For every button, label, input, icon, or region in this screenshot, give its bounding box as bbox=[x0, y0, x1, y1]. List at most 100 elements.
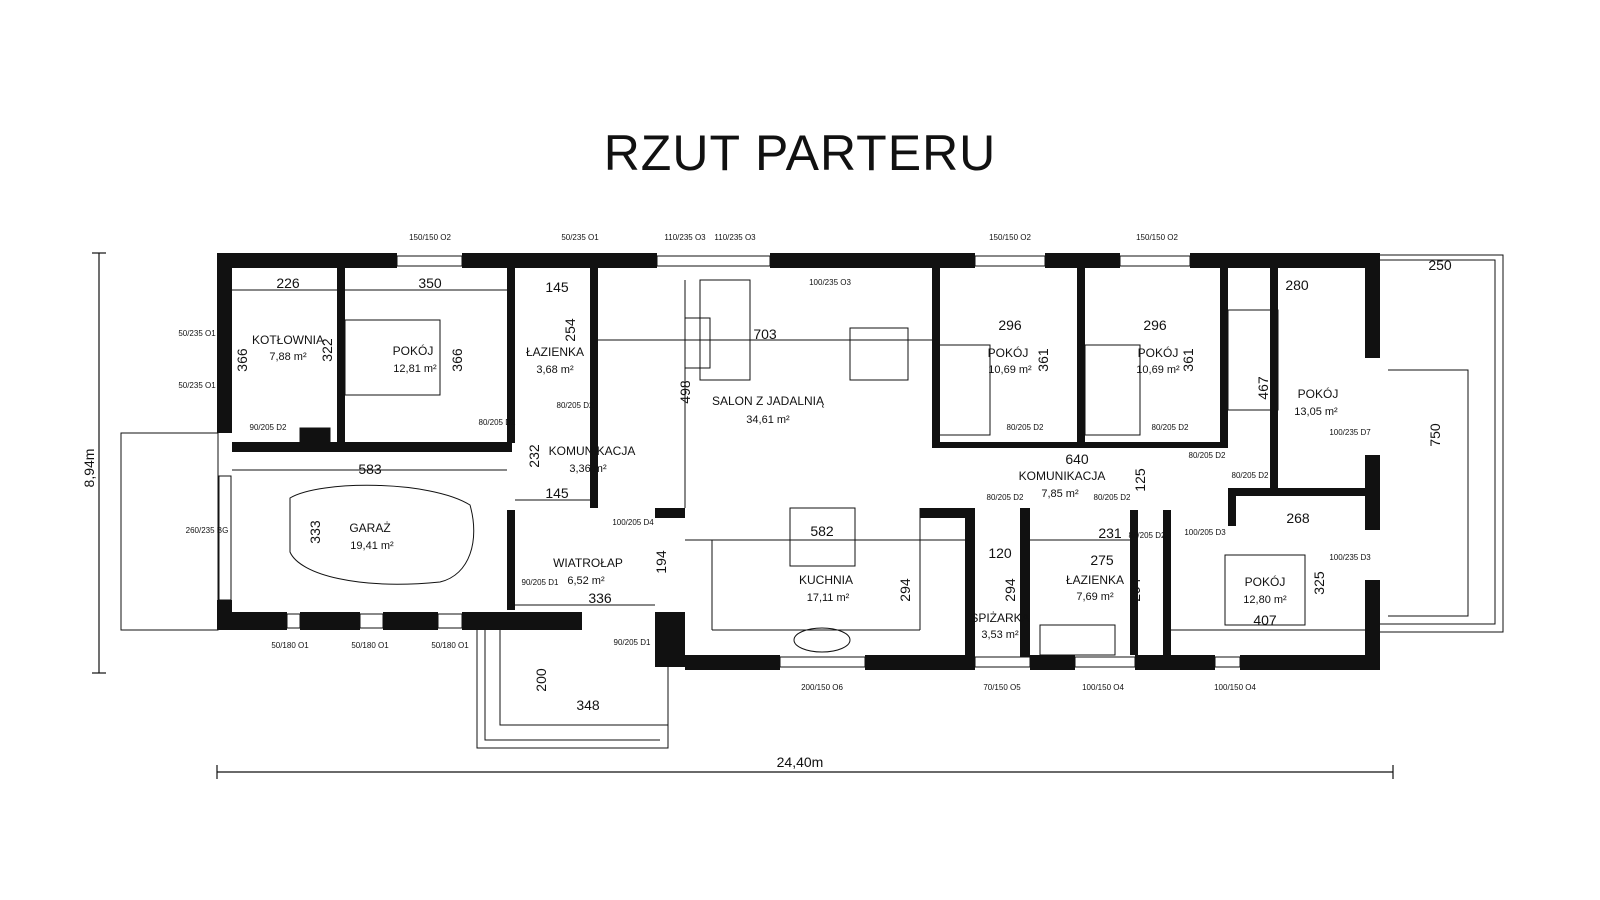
overall-depth-label: 8,94m bbox=[81, 449, 97, 488]
interior-walls bbox=[232, 268, 1368, 658]
plan-label: 150/150 O2 bbox=[409, 233, 451, 242]
dimension-label: 194 bbox=[653, 550, 669, 574]
dimension-label: 275 bbox=[1090, 552, 1114, 568]
dimension-label: 250 bbox=[1428, 257, 1452, 273]
plan-label: 13,05 m² bbox=[1294, 406, 1338, 418]
room-garaz: GARAŻ 19,41 m² bbox=[349, 521, 394, 552]
plan-label: KOMUNIKACJA bbox=[549, 444, 636, 458]
door-tags: 90/205 D2 80/205 D2 80/205 D2 80/205 D2 … bbox=[250, 278, 1372, 647]
dimension-label: 322 bbox=[319, 338, 335, 362]
plan-label: POKÓJ bbox=[1298, 386, 1339, 401]
dimension-label: 407 bbox=[1253, 612, 1277, 628]
plan-label: 19,41 m² bbox=[350, 540, 394, 552]
plan-label: 100/150 O4 bbox=[1214, 683, 1256, 692]
room-pokoj-4: POKÓJ 13,05 m² bbox=[1294, 386, 1338, 418]
plan-label: 3,68 m² bbox=[536, 364, 574, 376]
plan-label: WIATROŁAP bbox=[553, 556, 623, 570]
plan-label: 3,53 m² bbox=[981, 629, 1019, 641]
plan-label: 90/205 D2 bbox=[250, 423, 287, 432]
dimension-label: 336 bbox=[588, 590, 612, 606]
plan-label: POKÓJ bbox=[1138, 345, 1179, 360]
plan-label: 110/235 O3 bbox=[664, 233, 706, 242]
plan-label: 90/205 D1 bbox=[522, 578, 559, 587]
plan-label: 80/205 D2 bbox=[1094, 493, 1131, 502]
plan-label: 7,88 m² bbox=[269, 351, 307, 363]
room-pokoj-3: POKÓJ 10,69 m² bbox=[1136, 345, 1180, 376]
plan-label: GARAŻ bbox=[349, 521, 390, 535]
dimension-label: 582 bbox=[810, 523, 834, 539]
dimension-label: 467 bbox=[1255, 376, 1271, 400]
plan-label: 80/205 D2 bbox=[479, 418, 516, 427]
dimension-label: 640 bbox=[1065, 451, 1089, 467]
plan-label: 80/205 D2 bbox=[1232, 471, 1269, 480]
furniture bbox=[289, 279, 1306, 656]
plan-label: 80/205 D2 bbox=[987, 493, 1024, 502]
plan-label: 12,80 m² bbox=[1243, 594, 1287, 606]
dimension-label: 498 bbox=[677, 380, 693, 404]
plan-label: 7,85 m² bbox=[1041, 488, 1079, 500]
plan-label: 17,11 m² bbox=[807, 592, 850, 604]
dimension-label: 296 bbox=[998, 317, 1022, 333]
dimension-label: 366 bbox=[449, 348, 465, 372]
dimension-label: 280 bbox=[1285, 277, 1309, 293]
dimension-label: 120 bbox=[988, 545, 1012, 561]
dimension-label: 333 bbox=[307, 520, 323, 544]
room-lazienka-2: ŁAZIENKA 7,69 m² bbox=[1066, 573, 1124, 603]
plan-label: 80/205 D2 bbox=[1007, 423, 1044, 432]
dimension-label: 145 bbox=[545, 279, 569, 295]
plan-label: 100/235 D7 bbox=[1329, 428, 1371, 437]
room-kotlownia: KOTŁOWNIA 7,88 m² bbox=[252, 333, 324, 363]
plan-label: 34,61 m² bbox=[746, 414, 790, 426]
dimension-label: 200 bbox=[533, 668, 549, 692]
dimension-label: 226 bbox=[276, 275, 300, 291]
plan-label: ŁAZIENKA bbox=[1066, 573, 1124, 587]
plan-label: 90/205 D1 bbox=[614, 638, 651, 647]
plan-label: 50/235 O1 bbox=[178, 381, 216, 390]
dimension-label: 231 bbox=[1098, 525, 1122, 541]
overall-width-label: 24,40m bbox=[777, 754, 824, 770]
terrace-outlines bbox=[120, 254, 1504, 749]
dimension-label: 294 bbox=[1127, 578, 1143, 602]
dimension-label: 294 bbox=[1002, 578, 1018, 602]
room-komunikacja-1: KOMUNIKACJA 3,36 m² bbox=[549, 444, 636, 475]
dimension-label: 145 bbox=[545, 485, 569, 501]
plan-label: SALON Z JADALNIĄ bbox=[712, 394, 825, 408]
plan-label: 100/235 O3 bbox=[809, 278, 851, 287]
plan-label: 150/150 O2 bbox=[989, 233, 1031, 242]
dimension-label: 366 bbox=[234, 348, 250, 372]
plan-label: KOTŁOWNIA bbox=[252, 333, 324, 347]
plan-label: 100/205 D3 bbox=[1184, 528, 1226, 537]
dimension-label: 125 bbox=[1132, 468, 1148, 492]
plan-label: 80/205 D2 bbox=[1189, 451, 1226, 460]
plan-label: 70/150 O5 bbox=[983, 683, 1021, 692]
plan-label: 80/205 D2 bbox=[1152, 423, 1189, 432]
plan-label: 50/180 O1 bbox=[431, 641, 469, 650]
plan-label: 200/150 O6 bbox=[801, 683, 843, 692]
plan-label: 100/205 D4 bbox=[612, 518, 654, 527]
dimension-label: 325 bbox=[1311, 571, 1327, 595]
plan-label: 10,69 m² bbox=[1136, 364, 1180, 376]
exterior-walls bbox=[217, 253, 1380, 670]
plan-label: 100/235 D3 bbox=[1329, 553, 1371, 562]
plan-label: 100/150 O4 bbox=[1082, 683, 1124, 692]
plan-label: 3,36 m² bbox=[569, 463, 607, 475]
plan-label: 150/150 O2 bbox=[1136, 233, 1178, 242]
plan-label: 10,69 m² bbox=[988, 364, 1032, 376]
room-salon: SALON Z JADALNIĄ 34,61 m² bbox=[712, 394, 825, 426]
plan-label: 50/180 O1 bbox=[351, 641, 389, 650]
plan-label: 110/235 O3 bbox=[714, 233, 756, 242]
window-tags: 150/150 O2 50/235 O1 110/235 O3 110/235 … bbox=[178, 233, 1256, 692]
plan-label: 7,69 m² bbox=[1076, 591, 1114, 603]
plan-label: 80/205 D2 bbox=[1129, 531, 1166, 540]
plan-label: 50/180 O1 bbox=[271, 641, 309, 650]
overall-dimensions bbox=[92, 252, 1394, 779]
dimension-label: 296 bbox=[1143, 317, 1167, 333]
dimension-label: 254 bbox=[562, 318, 578, 342]
plan-label: 12,81 m² bbox=[393, 363, 437, 375]
